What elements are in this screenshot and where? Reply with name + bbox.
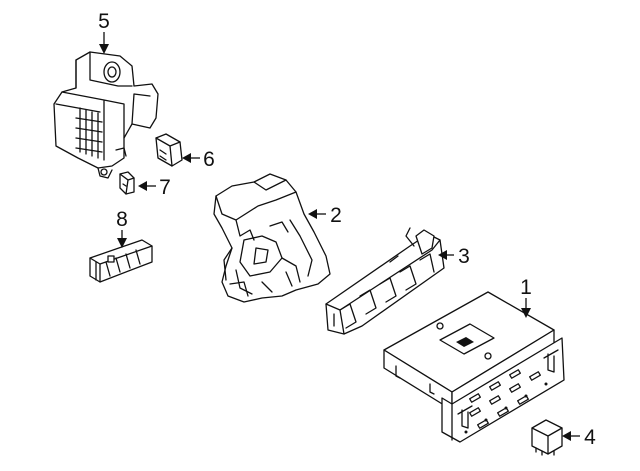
callout-arrow-5 <box>99 32 109 54</box>
part-8-connector[interactable] <box>89 239 153 283</box>
part-1-main-fuse-box[interactable] <box>383 291 565 443</box>
callout-label-5: 5 <box>98 10 110 33</box>
part-4-relay[interactable] <box>531 419 563 456</box>
callout-arrow-2 <box>308 209 326 219</box>
callout-arrow-7 <box>138 181 156 191</box>
callout-arrow-3 <box>438 250 454 260</box>
part-3-relay-carrier[interactable] <box>325 227 445 335</box>
callout-arrow-1 <box>521 298 531 318</box>
callout-label-3: 3 <box>458 245 470 268</box>
part-6-fuse[interactable] <box>155 133 183 167</box>
part-2-bracket-housing[interactable] <box>213 173 331 303</box>
callout-arrow-4 <box>562 431 580 441</box>
part-7-mini-fuse[interactable] <box>119 171 135 195</box>
callout-label-2: 2 <box>330 204 342 227</box>
callout-label-4: 4 <box>584 426 596 449</box>
callout-label-6: 6 <box>203 148 215 171</box>
part-5-fuse-box-cover[interactable] <box>53 51 159 179</box>
callout-arrow-8 <box>117 230 127 248</box>
callout-label-8: 8 <box>116 208 128 231</box>
callout-label-7: 7 <box>159 176 171 199</box>
callout-arrow-6 <box>182 153 200 163</box>
callout-label-1: 1 <box>520 276 532 299</box>
